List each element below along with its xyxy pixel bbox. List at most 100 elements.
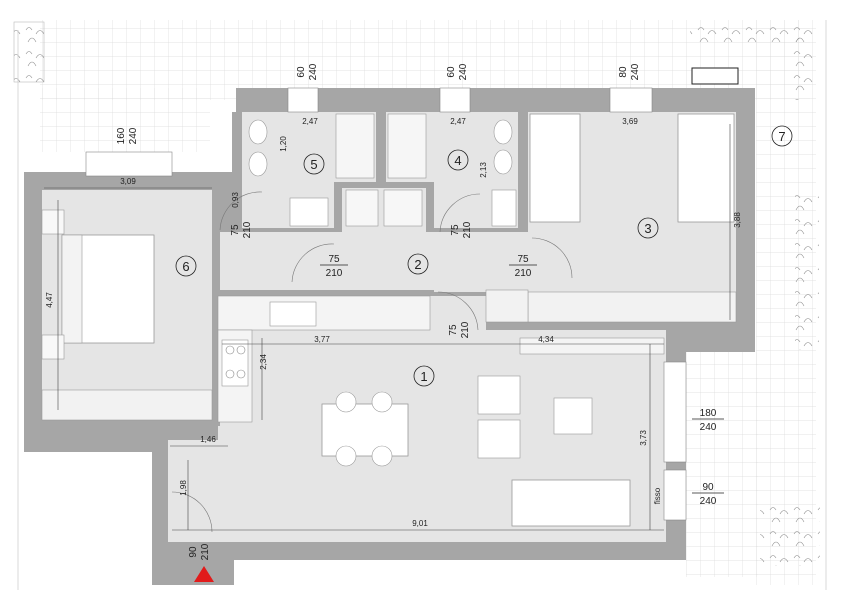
wall-bath5-left (232, 112, 242, 230)
sink-bath-5 (289, 197, 329, 227)
wall-entry-left (152, 426, 168, 542)
coffee-table (553, 397, 593, 435)
room-number-2: 2 (414, 257, 421, 272)
dim-bedroom6-depth: 4,47 (45, 292, 54, 308)
door-bed3-w: 75 (517, 254, 529, 265)
wall-bath-4-bed3 (518, 112, 528, 232)
door-swing-bath-5 (219, 191, 263, 231)
bed-room-3-a (529, 113, 581, 223)
room-number-5: 5 (310, 157, 317, 172)
dryer-closet (383, 189, 423, 227)
room-number-6: 6 (182, 259, 189, 274)
shower-bath-5 (335, 113, 375, 179)
door-bed6-w: 75 (328, 254, 340, 265)
window-living-h: 240 (700, 422, 717, 433)
dimension-lines (44, 124, 731, 531)
dim-bedroom3-depth: 3,88 (733, 212, 742, 228)
kitchen-sink (269, 301, 317, 327)
door-swing-entry (171, 491, 213, 533)
dim-entry-depth: 1,98 (179, 480, 188, 496)
dim-living-width: 3,77 (314, 335, 330, 344)
desk-room-3 (485, 289, 529, 323)
window-bedroom3 (609, 87, 653, 113)
dim-living-height: 3,73 (639, 430, 648, 446)
door-bath4-h: 210 (462, 221, 473, 238)
armchair (477, 419, 521, 459)
cabinet-living (519, 337, 665, 355)
terrace-lower-right-tiles (686, 352, 758, 577)
nightstand-room-6-a (41, 209, 65, 235)
chair (371, 391, 393, 413)
wardrobe-room-3 (527, 291, 737, 323)
dim-bath5-width: 2,47 (302, 117, 318, 126)
window-fixed (663, 469, 687, 521)
armchair (477, 375, 521, 415)
bidet-bath-4 (493, 149, 513, 175)
floor-entry (168, 440, 228, 542)
chair (335, 391, 357, 413)
dim-bath4-depth: 2,13 (479, 162, 488, 178)
sofa (511, 479, 631, 527)
door-hall-w: 75 (448, 324, 459, 336)
dim-living-right: 4,34 (538, 335, 554, 344)
terrace-left-tiles (40, 88, 210, 152)
window-fixed-note: fisso (653, 487, 662, 504)
planter-right-mid (795, 190, 819, 350)
room-number-4: 4 (454, 153, 461, 168)
opening-bedroom6-w: 160 (116, 127, 127, 144)
opening-bedroom3-w: 80 (618, 66, 629, 78)
dim-bath5-small: 0,93 (231, 192, 240, 208)
door-hall-h: 210 (460, 321, 471, 338)
dim-bedroom6-width: 3,09 (120, 177, 136, 186)
entrance-h: 210 (200, 543, 211, 560)
planter-right-bottom (760, 500, 820, 566)
door-bed3-h: 210 (515, 268, 532, 279)
toilet-bath-5 (248, 119, 268, 145)
planter-top-left (14, 22, 44, 82)
door-swing-bath-4 (439, 193, 481, 233)
window-bath4 (439, 87, 471, 113)
floor-room-2 (218, 232, 528, 292)
window-fixed-w: 90 (702, 482, 714, 493)
door-bath5-w: 75 (230, 224, 241, 236)
dim-bath4-width: 2,47 (450, 117, 466, 126)
room-number-3: 3 (644, 221, 651, 236)
kitchen-hob (221, 339, 249, 387)
wall-bath-5-4 (376, 112, 386, 230)
bed-room-3-b (677, 113, 735, 223)
window-bath5 (287, 87, 319, 113)
planter-top-right (690, 20, 800, 42)
door-swing-hall (437, 291, 479, 331)
washer-closet (345, 189, 379, 227)
wall-bed3-bottom (486, 322, 736, 330)
chair (335, 445, 357, 467)
wardrobe-room-6 (41, 389, 213, 421)
window-living-w: 180 (700, 408, 717, 419)
door-bath5-h: 210 (242, 221, 253, 238)
opening-bath4-w: 60 (446, 66, 457, 78)
dim-bedroom3-width: 3,69 (622, 117, 638, 126)
sink-bath-4 (491, 189, 517, 227)
door-bed6-h: 210 (326, 268, 343, 279)
entrance-marker-icon (194, 566, 214, 582)
opening-bath5-h: 240 (308, 63, 319, 80)
window-fixed-h: 240 (700, 496, 717, 507)
air-conditioner-unit (691, 67, 739, 85)
door-swing-bed-6 (291, 243, 335, 283)
dim-living-total: 9,01 (412, 519, 428, 528)
door-bath4-w: 75 (450, 224, 461, 236)
window-bedroom6 (85, 151, 173, 177)
opening-bedroom3-h: 240 (630, 63, 641, 80)
shower-bath-4 (387, 113, 427, 179)
bidet-bath-5 (248, 151, 268, 177)
chair (371, 445, 393, 467)
door-swing-bed-3 (531, 237, 573, 279)
opening-bath5-w: 60 (296, 66, 307, 78)
entrance-w: 90 (188, 546, 199, 558)
opening-bedroom6-h: 240 (128, 127, 139, 144)
wall-bed6-right (212, 176, 220, 426)
opening-bath4-h: 240 (458, 63, 469, 80)
terrace-top-tiles (40, 20, 810, 100)
dim-bath5-depth: 1,20 (279, 136, 288, 152)
